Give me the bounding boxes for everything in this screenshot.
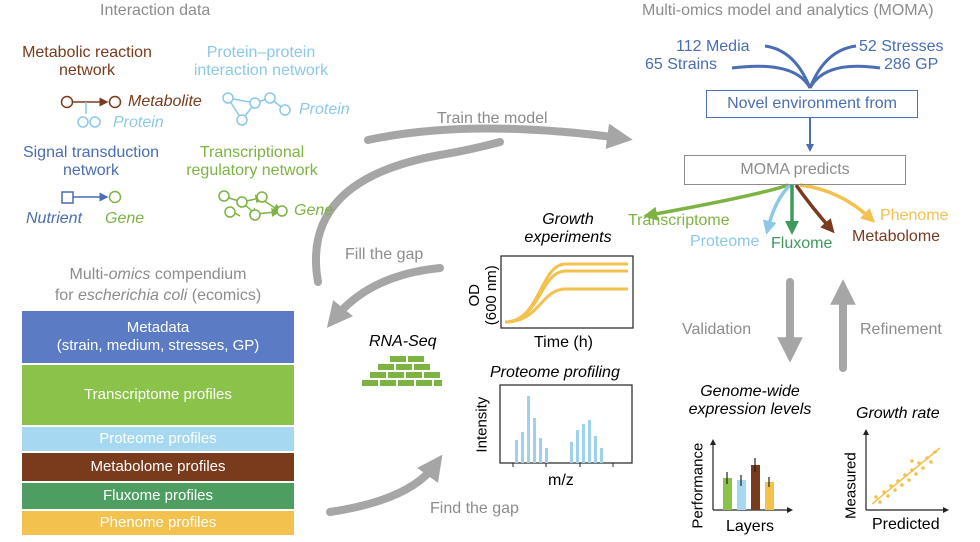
proteome-spectrum-plot: [499, 384, 633, 467]
train-label: Train the model: [437, 110, 548, 127]
compendium-title-line1: Multi-omics compendium: [69, 266, 247, 283]
fluxome-layer: Fluxome profiles: [22, 483, 294, 509]
output-proteome: Proteome: [690, 233, 760, 250]
transcriptome-layer: Transcriptome profiles: [22, 365, 294, 425]
fill-arrow-lower: [326, 264, 444, 328]
transcriptional-network-icon: [218, 190, 288, 221]
novel-environment-box: Novel environment from: [706, 90, 918, 118]
metabolite-label: Metabolite: [128, 93, 202, 110]
interaction-data-title: Interaction data: [100, 2, 211, 19]
transcriptional-network-label: Transcriptional regulatory network: [186, 144, 318, 180]
signal-network-label: Signal transduction network: [22, 144, 160, 180]
fill-arrow-join: [436, 138, 504, 159]
signal-network-icon: [61, 190, 122, 204]
growth-rate-scatter-plot: [863, 429, 949, 513]
performance-plot-title: Genome-wide expression levels: [688, 383, 812, 419]
rnaseq-title: RNA-Seq: [369, 333, 437, 350]
growth-plot-xlabel: Time (h): [534, 334, 593, 351]
nutrient-label: Nutrient: [26, 210, 83, 227]
growth-plot-title: Growth experiments: [524, 211, 612, 247]
media-count: 112 Media: [676, 38, 750, 55]
strains-count: 65 Strains: [645, 56, 718, 73]
metabolic-network-label: Metabolic reaction network: [22, 44, 152, 80]
moma-title: Multi-omics model and analytics (MOMA): [642, 2, 934, 19]
refinement-label: Refinement: [860, 321, 942, 338]
protein-label-metabolic: Protein: [113, 114, 164, 131]
fill-gap-label: Fill the gap: [345, 246, 424, 263]
performance-plot-xlabel: Layers: [726, 518, 775, 535]
stresses-count: 52 Stresses: [859, 38, 944, 55]
metabolic-network-icon: [60, 95, 122, 128]
compendium-title-line2: for escherichia coli (ecomics): [54, 287, 262, 304]
growth-rate-plot-ylabel: Measured: [842, 452, 860, 519]
performance-bar-plot: [710, 439, 793, 513]
proteome-plot-xlabel: m/z: [548, 472, 574, 489]
output-fluxome: Fluxome: [771, 235, 833, 252]
gene-label-signal: Gene: [105, 210, 145, 227]
metadata-layer: Metadata (strain, medium, stresses, GP): [22, 311, 294, 363]
ppi-network-label: Protein–protein interaction network: [193, 44, 329, 80]
output-transcriptome: Transcriptome: [628, 212, 730, 229]
protein-label-ppi: Protein: [299, 101, 350, 118]
growth-rate-plot-xlabel: Predicted: [872, 516, 940, 533]
moma-input-arrows: [731, 44, 881, 152]
growth-curve-plot: [500, 255, 634, 329]
proteome-plot-title: Proteome profiling: [490, 364, 620, 381]
metabolome-layer: Metabolome profiles: [22, 453, 294, 481]
growth-rate-plot-title: Growth rate: [856, 405, 940, 422]
moma-output-arrows: [643, 183, 876, 235]
fill-arrow-upper: [312, 151, 444, 286]
gene-label-transcriptional: Gene: [294, 202, 334, 219]
performance-plot-ylabel: Performance: [689, 442, 707, 529]
output-metabolome: Metabolome: [852, 228, 941, 245]
train-arrow: [364, 123, 633, 149]
output-phenome: Phenome: [880, 207, 949, 224]
proteome-plot-ylabel: Intensity: [473, 396, 491, 453]
find-gap-label: Find the gap: [430, 500, 519, 517]
moma-predicts-box: MOMA predicts: [684, 155, 906, 185]
flow-arrows: [312, 123, 856, 516]
find-arrow: [326, 454, 443, 516]
phenome-layer: Phenome profiles: [22, 511, 294, 535]
validation-label: Validation: [682, 321, 752, 338]
growth-plot-ylabel: OD (600 nm): [465, 265, 500, 326]
rnaseq-reads-icon: [362, 356, 442, 386]
proteome-layer: Proteome profiles: [22, 427, 294, 451]
gp-count: 286 GP: [884, 56, 939, 73]
ppi-network-icon: [222, 92, 291, 126]
